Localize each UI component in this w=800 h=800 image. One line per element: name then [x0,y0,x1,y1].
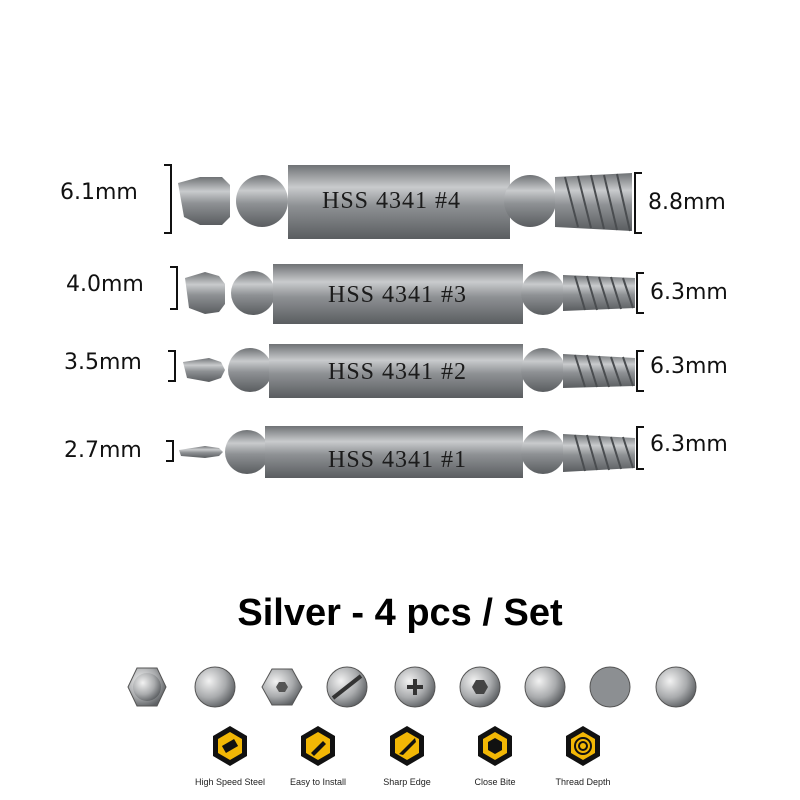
phillips-head-icon [394,666,436,708]
extractor-bit-4 [170,155,640,245]
bit-1-label: HSS 4341 #1 [328,447,468,473]
feature-thread-depth-label: Thread Depth [555,777,611,787]
dome-head-icon [589,666,631,708]
extractor-bit-1 [175,422,640,482]
set-title: Silver - 4 pcs / Set [237,592,563,634]
bit-2-left-bracket [168,350,176,382]
bit-1-right-bracket [636,426,644,470]
bit-4-right-bracket [634,172,642,234]
hex-bolt-head-icon [127,667,167,707]
bit-1-right-size: 6.3mm [650,432,728,457]
bit-3-label: HSS 4341 #3 [328,282,468,308]
bit-3-graphic [185,264,635,324]
hex-socket-head-2-icon [459,666,501,708]
feature-row: High Speed Steel Easy to Install Sharp E… [195,724,630,794]
feature-easy-install: Easy to Install [273,724,363,787]
feature-close-bite: Close Bite [450,724,540,787]
bit-3-left-bracket [170,266,178,310]
feature-high-speed-steel-label: High Speed Steel [194,777,266,787]
screw-head-row [120,658,720,716]
high-speed-steel-icon [213,726,247,766]
bit-2-left-size: 3.5mm [64,350,142,375]
bit-3-right-bracket [636,272,644,314]
bit-2-graphic [183,344,635,398]
extractor-bit-2 [175,340,640,400]
feature-easy-install-label: Easy to Install [289,777,347,787]
feature-high-speed-steel: High Speed Steel [185,724,275,787]
bit-4-left-size: 6.1mm [60,180,138,205]
bit-2-right-size: 6.3mm [650,354,728,379]
bit-4-label: HSS 4341 #4 [322,188,462,214]
hex-socket-head-icon [261,668,303,706]
bit-4-right-size: 8.8mm [648,190,726,215]
thread-depth-icon [566,726,600,766]
flat-round-head-icon [655,666,697,708]
slotted-head-icon [326,666,368,708]
easy-install-icon [301,726,335,766]
bit-3-left-size: 4.0mm [66,272,144,297]
feature-sharp-edge-label: Sharp Edge [383,777,431,787]
feature-thread-depth: Thread Depth [538,724,628,787]
feature-sharp-edge: Sharp Edge [362,724,452,787]
feature-close-bite-label: Close Bite [474,777,516,787]
bit-3-right-size: 6.3mm [650,280,728,305]
round-head-icon [524,666,566,708]
bit-1-left-size: 2.7mm [64,438,142,463]
sharp-edge-icon [390,726,424,766]
bit-4-graphic [178,165,632,239]
bit-2-right-bracket [636,350,644,392]
extractor-bit-3 [175,258,640,328]
bit-1-graphic [179,426,635,478]
bit-4-left-bracket [164,164,172,234]
bit-1-left-bracket [166,440,174,462]
close-bite-icon [478,726,512,766]
bit-2-label: HSS 4341 #2 [328,359,468,385]
flat-head-icon [194,666,236,708]
screw-heads-graphic [127,666,697,708]
